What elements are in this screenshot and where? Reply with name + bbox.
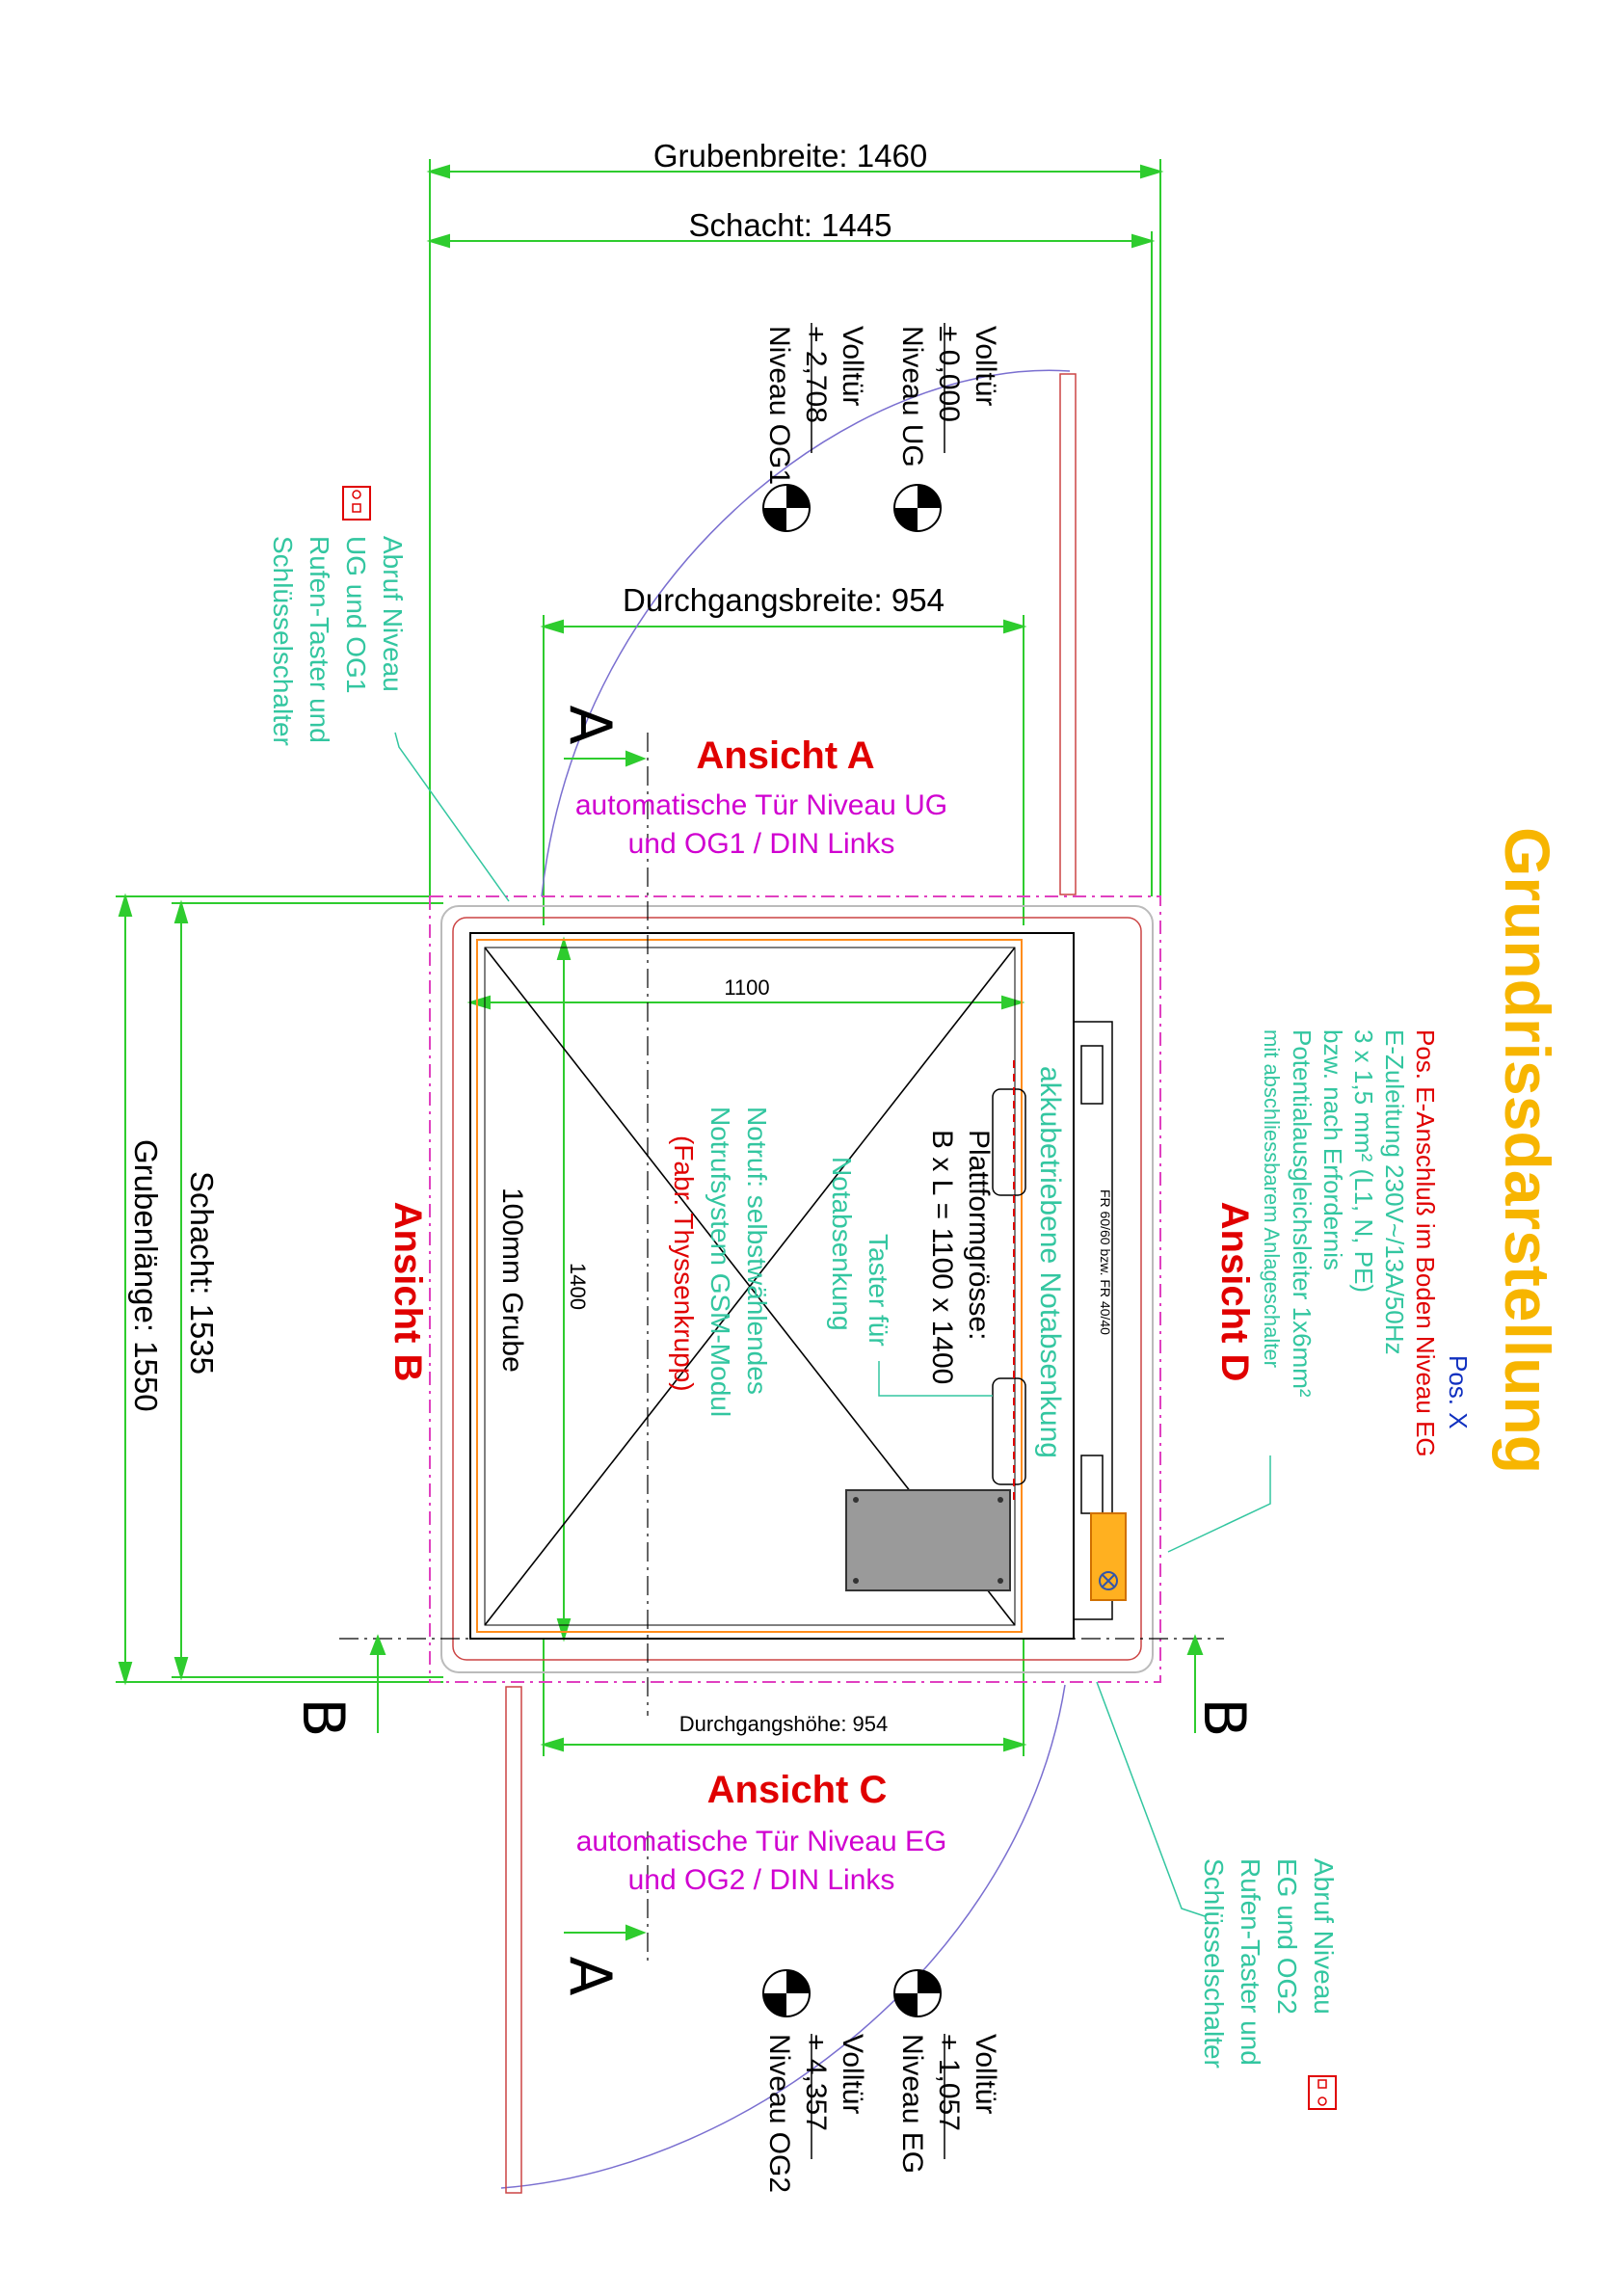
leader-lines [394, 732, 1271, 1917]
platform-width-label: 1100 [724, 975, 769, 1000]
level-eg-line3: Niveau EG [896, 2034, 928, 2174]
level-eg-line1: Volltür [970, 2034, 1001, 2114]
durchgangsbreite-label: Durchgangsbreite: 954 [623, 582, 945, 618]
electrical-line2: 3 x 1,5 mm² (L1, N, PE) [1349, 1029, 1378, 1293]
emergency-call-note: Notruf: selbstwählendes Notrufsystem GSM… [669, 1107, 772, 1417]
level-ug-line1: Volltür [970, 326, 1001, 406]
call-top-line1: Abruf Niveau [378, 536, 408, 692]
view-d-label: Ansicht D [1213, 1202, 1256, 1382]
level-marker-og1 [762, 484, 811, 532]
level-markers [762, 484, 942, 2017]
grubenlaenge-label: Grubenlänge: 1550 [128, 1139, 164, 1412]
schacht-length-label: Schacht: 1535 [184, 1171, 220, 1375]
view-a-label: Ansicht A [696, 734, 874, 777]
grubenbreite-label: Grubenbreite: 1460 [653, 138, 927, 174]
call-note-top: Abruf Niveau UG und OG1 Rufen-Taster und… [268, 536, 408, 746]
door-c-line1: automatische Tür Niveau EG [576, 1826, 947, 1857]
level-og2-line2: + 4,357 [800, 2034, 832, 2131]
level-og1-line3: Niveau OG1 [763, 326, 795, 485]
call-button-icon-bottom [1308, 2075, 1337, 2110]
level-og1-line1: Volltür [837, 326, 868, 406]
level-text-eg: Volltür + 1,057 Niveau EG [896, 2034, 1001, 2174]
durchgangshoehe-label: Durchgangshöhe: 954 [679, 1712, 889, 1736]
emergency-line2: Notrufsystem GSM-Modul [705, 1107, 735, 1417]
shaft-outline [429, 895, 1161, 1683]
dimension-lines [116, 159, 1164, 1756]
call-note-bottom: Abruf Niveau EG und OG2 Rufen-Taster und… [1199, 1858, 1339, 2069]
level-text-og2: Volltür + 4,357 Niveau OG2 [763, 2034, 868, 2193]
electrical-line5: mit abschliessbarem Anlageschalter [1260, 1029, 1284, 1368]
pit-note: 1400 [566, 1263, 590, 1310]
call-bottom-line1: Abruf Niveau [1309, 1858, 1339, 2015]
call-bottom-line4: Schlüsselschalter [1199, 1858, 1229, 2069]
level-ug-line3: Niveau UG [896, 326, 928, 467]
level-og1-line2: + 2,708 [800, 326, 832, 423]
call-top-line2: UG und OG1 [341, 536, 371, 693]
section-a-bottom: A [556, 1956, 624, 1995]
electrical-line3: bzw. nach Erfordernis [1318, 1029, 1347, 1270]
door-a-line2: und OG1 / DIN Links [628, 828, 895, 860]
schacht-width-label: Schacht: 1445 [689, 207, 892, 243]
electrical-note: Pos. X Pos. E-Anschluß im Boden Niveau E… [1260, 1029, 1473, 1457]
fire-rating-note: FR 60/60 bzw. FR 40/40 [1098, 1189, 1113, 1335]
platform-line2: B x L = 1100 x 1400 [926, 1130, 958, 1384]
call-top-line4: Schlüsselschalter [268, 536, 298, 746]
view-b-label: Ansicht B [386, 1202, 429, 1382]
section-a-top: A [556, 705, 624, 744]
level-og2-line1: Volltür [837, 2034, 868, 2114]
electrical-line4: Potentialausgleichsleiter 1x6mm² [1288, 1029, 1317, 1398]
call-bottom-line3: Rufen-Taster und [1236, 1858, 1265, 2066]
emergency-line3: (Fabr. Thyssenkrupp) [669, 1135, 699, 1392]
level-text-ug: Volltür ± 0,000 Niveau UG [896, 326, 1001, 467]
call-top-line3: Rufen-Taster und [305, 536, 334, 743]
taster-line2: Notabsenkung [827, 1157, 857, 1331]
electrical-header: Pos. E-Anschluß im Boden Niveau EG [1411, 1029, 1440, 1457]
page-title: Grundrissdarstellung [1492, 827, 1563, 1474]
electrical-line1: E-Zuleitung 230V~/13A/50Hz [1380, 1029, 1409, 1355]
taster-note: Taster für Notabsenkung [827, 1157, 893, 1347]
platform-size-note: Plattformgrösse: B x L = 1100 x 1400 [926, 1130, 995, 1384]
section-arrows [369, 750, 1204, 1941]
level-marker-ug [893, 484, 942, 532]
door-a-line1: automatische Tür Niveau UG [575, 789, 947, 821]
taster-line1: Taster für [864, 1234, 893, 1347]
emergency-line1: Notruf: selbstwählendes [742, 1107, 772, 1395]
door-c-line2: und OG2 / DIN Links [628, 1864, 895, 1896]
level-eg-line2: + 1,057 [933, 2034, 965, 2131]
level-marker-eg [893, 1969, 942, 2017]
section-b-left: B [289, 1697, 357, 1737]
battery-note: akkubetriebene Notabsenkung [1034, 1066, 1066, 1458]
pit-depth-note: 100mm Grube [496, 1188, 528, 1373]
view-c-label: Ansicht C [707, 1769, 888, 1811]
level-text-og1: Volltür + 2,708 Niveau OG1 [763, 326, 868, 485]
level-marker-og2 [762, 1969, 811, 2017]
level-og2-line3: Niveau OG2 [763, 2034, 795, 2193]
section-b-right: B [1190, 1697, 1258, 1737]
call-bottom-line2: EG und OG2 [1272, 1858, 1302, 2015]
level-ug-line2: ± 0,000 [933, 326, 965, 422]
call-button-icon-top [342, 486, 371, 521]
electrical-pos-label: Pos. X [1444, 1355, 1473, 1429]
platform-line1: Plattformgrösse: [963, 1130, 995, 1340]
axis-lines [339, 733, 1224, 1966]
